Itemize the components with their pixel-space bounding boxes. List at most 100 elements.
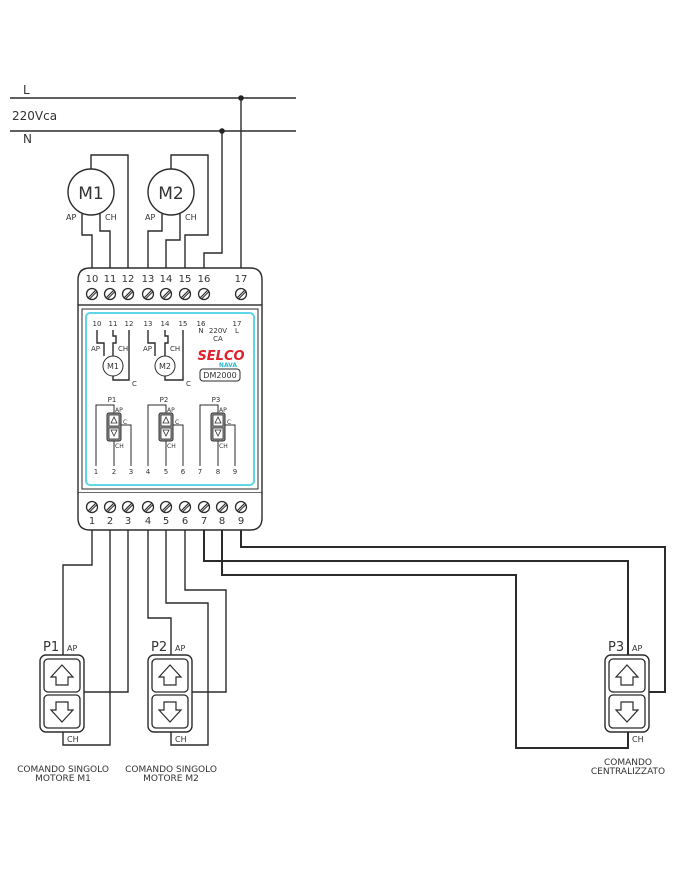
down-button[interactable] [151, 694, 189, 729]
bottom-terminal-label: 5 [163, 516, 169, 527]
svg-text:C: C [227, 419, 231, 426]
panel-m2-c: C [186, 380, 191, 388]
pushbutton-ch: CH [67, 735, 79, 744]
panel-bottom-number: 6 [181, 468, 186, 476]
panel-button-label: P3 [212, 396, 221, 404]
panel-bottom-number: 8 [216, 468, 220, 476]
up-button[interactable] [43, 658, 81, 693]
svg-text:AP: AP [219, 407, 227, 414]
arrow-down-icon [162, 429, 170, 437]
panel-m1-c: C [132, 380, 137, 388]
panel-m1: M1 [107, 362, 119, 371]
top-terminal-label: 17 [235, 274, 248, 285]
wire-m1-12 [90, 154, 129, 270]
pushbutton-ap: AP [67, 644, 77, 653]
wire-6-p2-c [184, 530, 227, 693]
panel-220v: 220V [209, 327, 227, 335]
panel-bottom-number: 2 [112, 468, 116, 476]
pushbutton-caption-line1: COMANDO SINGOLO [17, 765, 109, 775]
panel-m2: M2 [159, 362, 171, 371]
screw-terminal-icon [85, 500, 99, 514]
screw-terminal-icon [178, 287, 192, 301]
pushbutton-caption-line2: CENTRALIZZATO [591, 767, 665, 777]
motor-m2-label: M2 [158, 184, 183, 204]
pushbutton-label: P2 [151, 640, 167, 655]
svg-text:CH: CH [115, 443, 124, 450]
panel-m2-ap: AP [143, 345, 152, 353]
wire-m2-15 [170, 154, 209, 270]
screw-terminal-icon [197, 500, 211, 514]
top-terminal-label: 13 [142, 274, 155, 285]
pushbutton-caption-line2: MOTORE M2 [143, 774, 199, 784]
top-terminal-label: 11 [104, 274, 117, 285]
top-terminal-label: 12 [122, 274, 135, 285]
panel-button-label: P2 [160, 396, 169, 404]
bottom-terminal-label: 3 [125, 516, 131, 527]
down-button[interactable] [608, 694, 646, 729]
svg-text:CH: CH [167, 443, 176, 450]
arrow-up-icon [49, 664, 75, 686]
screw-terminal-icon [121, 287, 135, 301]
wire-8-p3-ch [221, 530, 629, 749]
panel-button-label: P1 [108, 396, 117, 404]
panel-m1-ap: AP [91, 345, 100, 353]
panel-top-number: 15 [179, 320, 188, 328]
wire-m2-13 [147, 214, 163, 270]
motor-m1-ap: AP [66, 213, 76, 222]
panel-m2-ch: CH [170, 345, 180, 353]
screw-terminal-icon [215, 500, 229, 514]
line-l-label: L [23, 83, 30, 97]
screw-terminal-icon [141, 287, 155, 301]
model-label: DM2000 [203, 371, 236, 380]
panel-bottom-number: 5 [164, 468, 168, 476]
screw-terminal-icon [103, 500, 117, 514]
wire-n-16 [203, 131, 223, 270]
down-button[interactable] [43, 694, 81, 729]
arrow-up-icon [110, 416, 118, 424]
top-terminal-label: 14 [160, 274, 173, 285]
panel-bottom-number: 1 [94, 468, 98, 476]
up-button[interactable] [608, 658, 646, 693]
top-terminal-label: 15 [179, 274, 192, 285]
panel-top-number: 17 [233, 320, 242, 328]
screw-terminal-icon [197, 287, 211, 301]
wire-3-p1-c [84, 530, 129, 693]
wire-m2-14 [165, 214, 181, 270]
panel-top-number: 13 [144, 320, 153, 328]
arrow-up-icon [614, 664, 640, 686]
arrow-up-icon [162, 416, 170, 424]
voltage-label: 220Vca [12, 109, 57, 123]
bottom-terminal-label: 2 [107, 516, 113, 527]
screw-terminal-icon [103, 287, 117, 301]
line-n-label: N [23, 132, 32, 146]
pushbutton-caption-line2: MOTORE M1 [35, 774, 91, 784]
wire-m1-11 [99, 214, 111, 270]
svg-text:CH: CH [219, 443, 228, 450]
svg-text:C: C [123, 419, 127, 426]
panel-m1-ch: CH [118, 345, 128, 353]
motor-m1-ch: CH [105, 213, 117, 222]
bottom-terminal-label: 4 [145, 516, 151, 527]
arrow-down-icon [49, 701, 75, 723]
pushbutton-ap: AP [632, 644, 642, 653]
top-terminal-label: 10 [86, 274, 99, 285]
wire-4-p2-ap [147, 530, 172, 655]
bottom-terminal-label: 8 [219, 516, 225, 527]
panel-top-number: 12 [125, 320, 134, 328]
bottom-terminal-label: 6 [182, 516, 188, 527]
arrow-down-icon [614, 701, 640, 723]
dm2000-device [77, 267, 263, 531]
screw-terminal-icon [234, 500, 248, 514]
motor-m1: M1 AP CH [66, 168, 117, 222]
brand-logo: SELCO [197, 349, 244, 364]
up-button[interactable] [151, 658, 189, 693]
panel-top-number: 11 [109, 320, 118, 328]
screw-terminal-icon [121, 500, 135, 514]
